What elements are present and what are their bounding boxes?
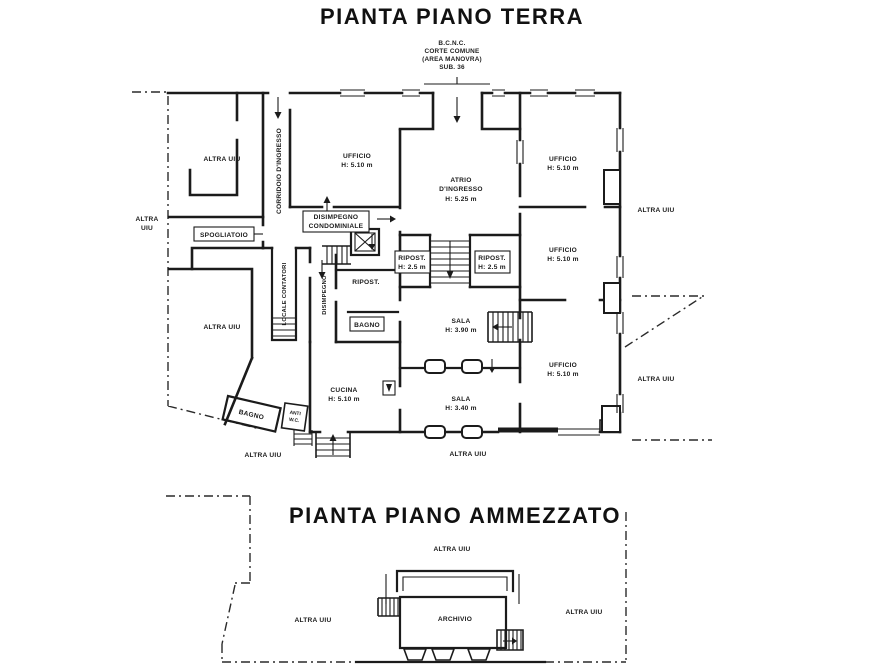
terra-title: PIANTA PIANO TERRA <box>320 4 584 29</box>
room-label-anti: ANTI <box>289 410 302 418</box>
room-height-ripost-2: H: 2.5 m <box>478 264 506 271</box>
room-label-disimpegno-cond-1: DISIMPEGNO <box>314 214 359 221</box>
sala-wall-arrow-icon <box>488 359 496 373</box>
adjacent-label-right-upper: ALTRA UIU <box>637 207 674 214</box>
disimpegno-arrow-icon <box>318 260 326 279</box>
ammezzato-title: PIANTA PIANO AMMEZZATO <box>289 503 621 528</box>
room-height-ufficio-low: H: 5.10 m <box>547 371 579 378</box>
cucina-door-icon <box>382 380 396 396</box>
room-label-sala-2: SALA <box>452 396 471 403</box>
hall-to-atrio-arrow-icon <box>377 215 396 223</box>
adjacent-label-bottom-left: ALTRA UIU <box>244 452 281 459</box>
room-label-bagno-1: BAGNO <box>354 322 380 329</box>
room-height-ripost-1: H: 2.5 m <box>398 264 426 271</box>
stair-down-arrow-icon <box>446 241 454 279</box>
room-label-disimpegno: DISIMPEGNO <box>322 275 328 315</box>
ammezzato-adjacent-right: ALTRA UIU <box>565 609 602 616</box>
room-height-ufficio-mid: H: 5.10 m <box>547 256 579 263</box>
adjacent-label-left-outer-2: UIU <box>141 225 153 232</box>
exterior-steps-arrow-icon <box>329 434 337 455</box>
room-label-ufficio-left: UFFICIO <box>343 153 371 160</box>
room-height-cucina: H: 5.10 m <box>328 396 360 403</box>
room-label-locale-contatori: LOCALE CONTATORI <box>282 262 288 325</box>
ammezzato-left-staircase <box>377 597 400 617</box>
courtyard-annotation: B.C.N.C. CORTE COMUNE (AREA MANOVRA) SUB… <box>422 40 482 71</box>
terra-label-boxes <box>193 210 511 332</box>
corridor-entry-arrow-icon <box>274 97 282 119</box>
adjacent-label-left-outer-1: ALTRA <box>135 216 158 223</box>
room-label-disimpegno-cond-2: CONDOMINIALE <box>309 223 364 230</box>
room-label-spogliatoio: SPOGLIATOIO <box>200 232 248 239</box>
room-label-ufficio-top: UFFICIO <box>549 156 577 163</box>
ammezzato-windows <box>402 648 492 661</box>
wing-steps <box>293 430 313 446</box>
room-label-ripost-2: RIPOST. <box>478 255 505 262</box>
room-label-ufficio-mid: UFFICIO <box>549 247 577 254</box>
room-height-ufficio-left: H: 5.10 m <box>341 162 373 169</box>
main-entry-arrow-icon <box>453 97 461 123</box>
terra-wall-pilasters <box>601 169 621 433</box>
contatori-hatch <box>273 317 295 337</box>
terra-windows <box>340 89 624 439</box>
adjacent-label-bottom-center: ALTRA UIU <box>449 451 486 458</box>
ammezzato-stair-arrow-icon <box>503 637 517 645</box>
room-label-wc: W.C. <box>289 417 300 424</box>
room-label-atrio-2: D'INGRESSO <box>439 186 483 193</box>
ammezzato-walls <box>354 569 547 664</box>
room-label-ripost-1: RIPOST. <box>398 255 425 262</box>
room-label-corridoio: CORRIDOIO D'INGRESSO <box>276 128 283 214</box>
room-height-sala-1: H: 3.90 m <box>445 327 477 334</box>
room-label-ufficio-low: UFFICIO <box>549 362 577 369</box>
room-label-atrio-1: ATRIO <box>450 177 471 184</box>
room-height-ufficio-top: H: 5.10 m <box>547 165 579 172</box>
courtyard-line1: B.C.N.C. <box>438 40 465 47</box>
hall-up-arrow-icon <box>323 196 331 213</box>
room-height-atrio: H: 5.25 m <box>445 196 477 203</box>
room-label-ripost-3: RIPOST. <box>352 279 379 286</box>
adjacent-label-room-top-left: ALTRA UIU <box>203 156 240 163</box>
hall-stair-arrow-icon <box>368 234 376 250</box>
ammezzato-right-staircase <box>496 629 524 651</box>
ammezzato-adjacent-left: ALTRA UIU <box>294 617 331 624</box>
anti-wc-room: ANTI W.C. <box>280 402 309 432</box>
ammezzato-boundary-lines <box>166 495 627 663</box>
room-label-archivio: ARCHIVIO <box>438 616 472 623</box>
room-height-sala-2: H: 3.40 m <box>445 405 477 412</box>
room-label-sala-1: SALA <box>452 318 471 325</box>
elevator-icon <box>349 227 381 257</box>
courtyard-line4: SUB. 36 <box>439 64 465 71</box>
courtyard-line2: CORTE COMUNE <box>425 48 480 55</box>
courtyard-line3: (AREA MANOVRA) <box>422 56 482 63</box>
room-label-bagno-wing: BAGNO <box>238 409 265 422</box>
room-label-cucina: CUCINA <box>330 387 357 394</box>
adjacent-label-right-lower: ALTRA UIU <box>637 376 674 383</box>
bagno-wing: BAGNO <box>221 394 282 433</box>
hall-staircase <box>322 245 351 265</box>
adjacent-label-room-bottom-left: ALTRA UIU <box>203 324 240 331</box>
sala-stair-arrow-icon <box>492 323 512 331</box>
ammezzato-adjacent-top: ALTRA UIU <box>433 546 470 553</box>
